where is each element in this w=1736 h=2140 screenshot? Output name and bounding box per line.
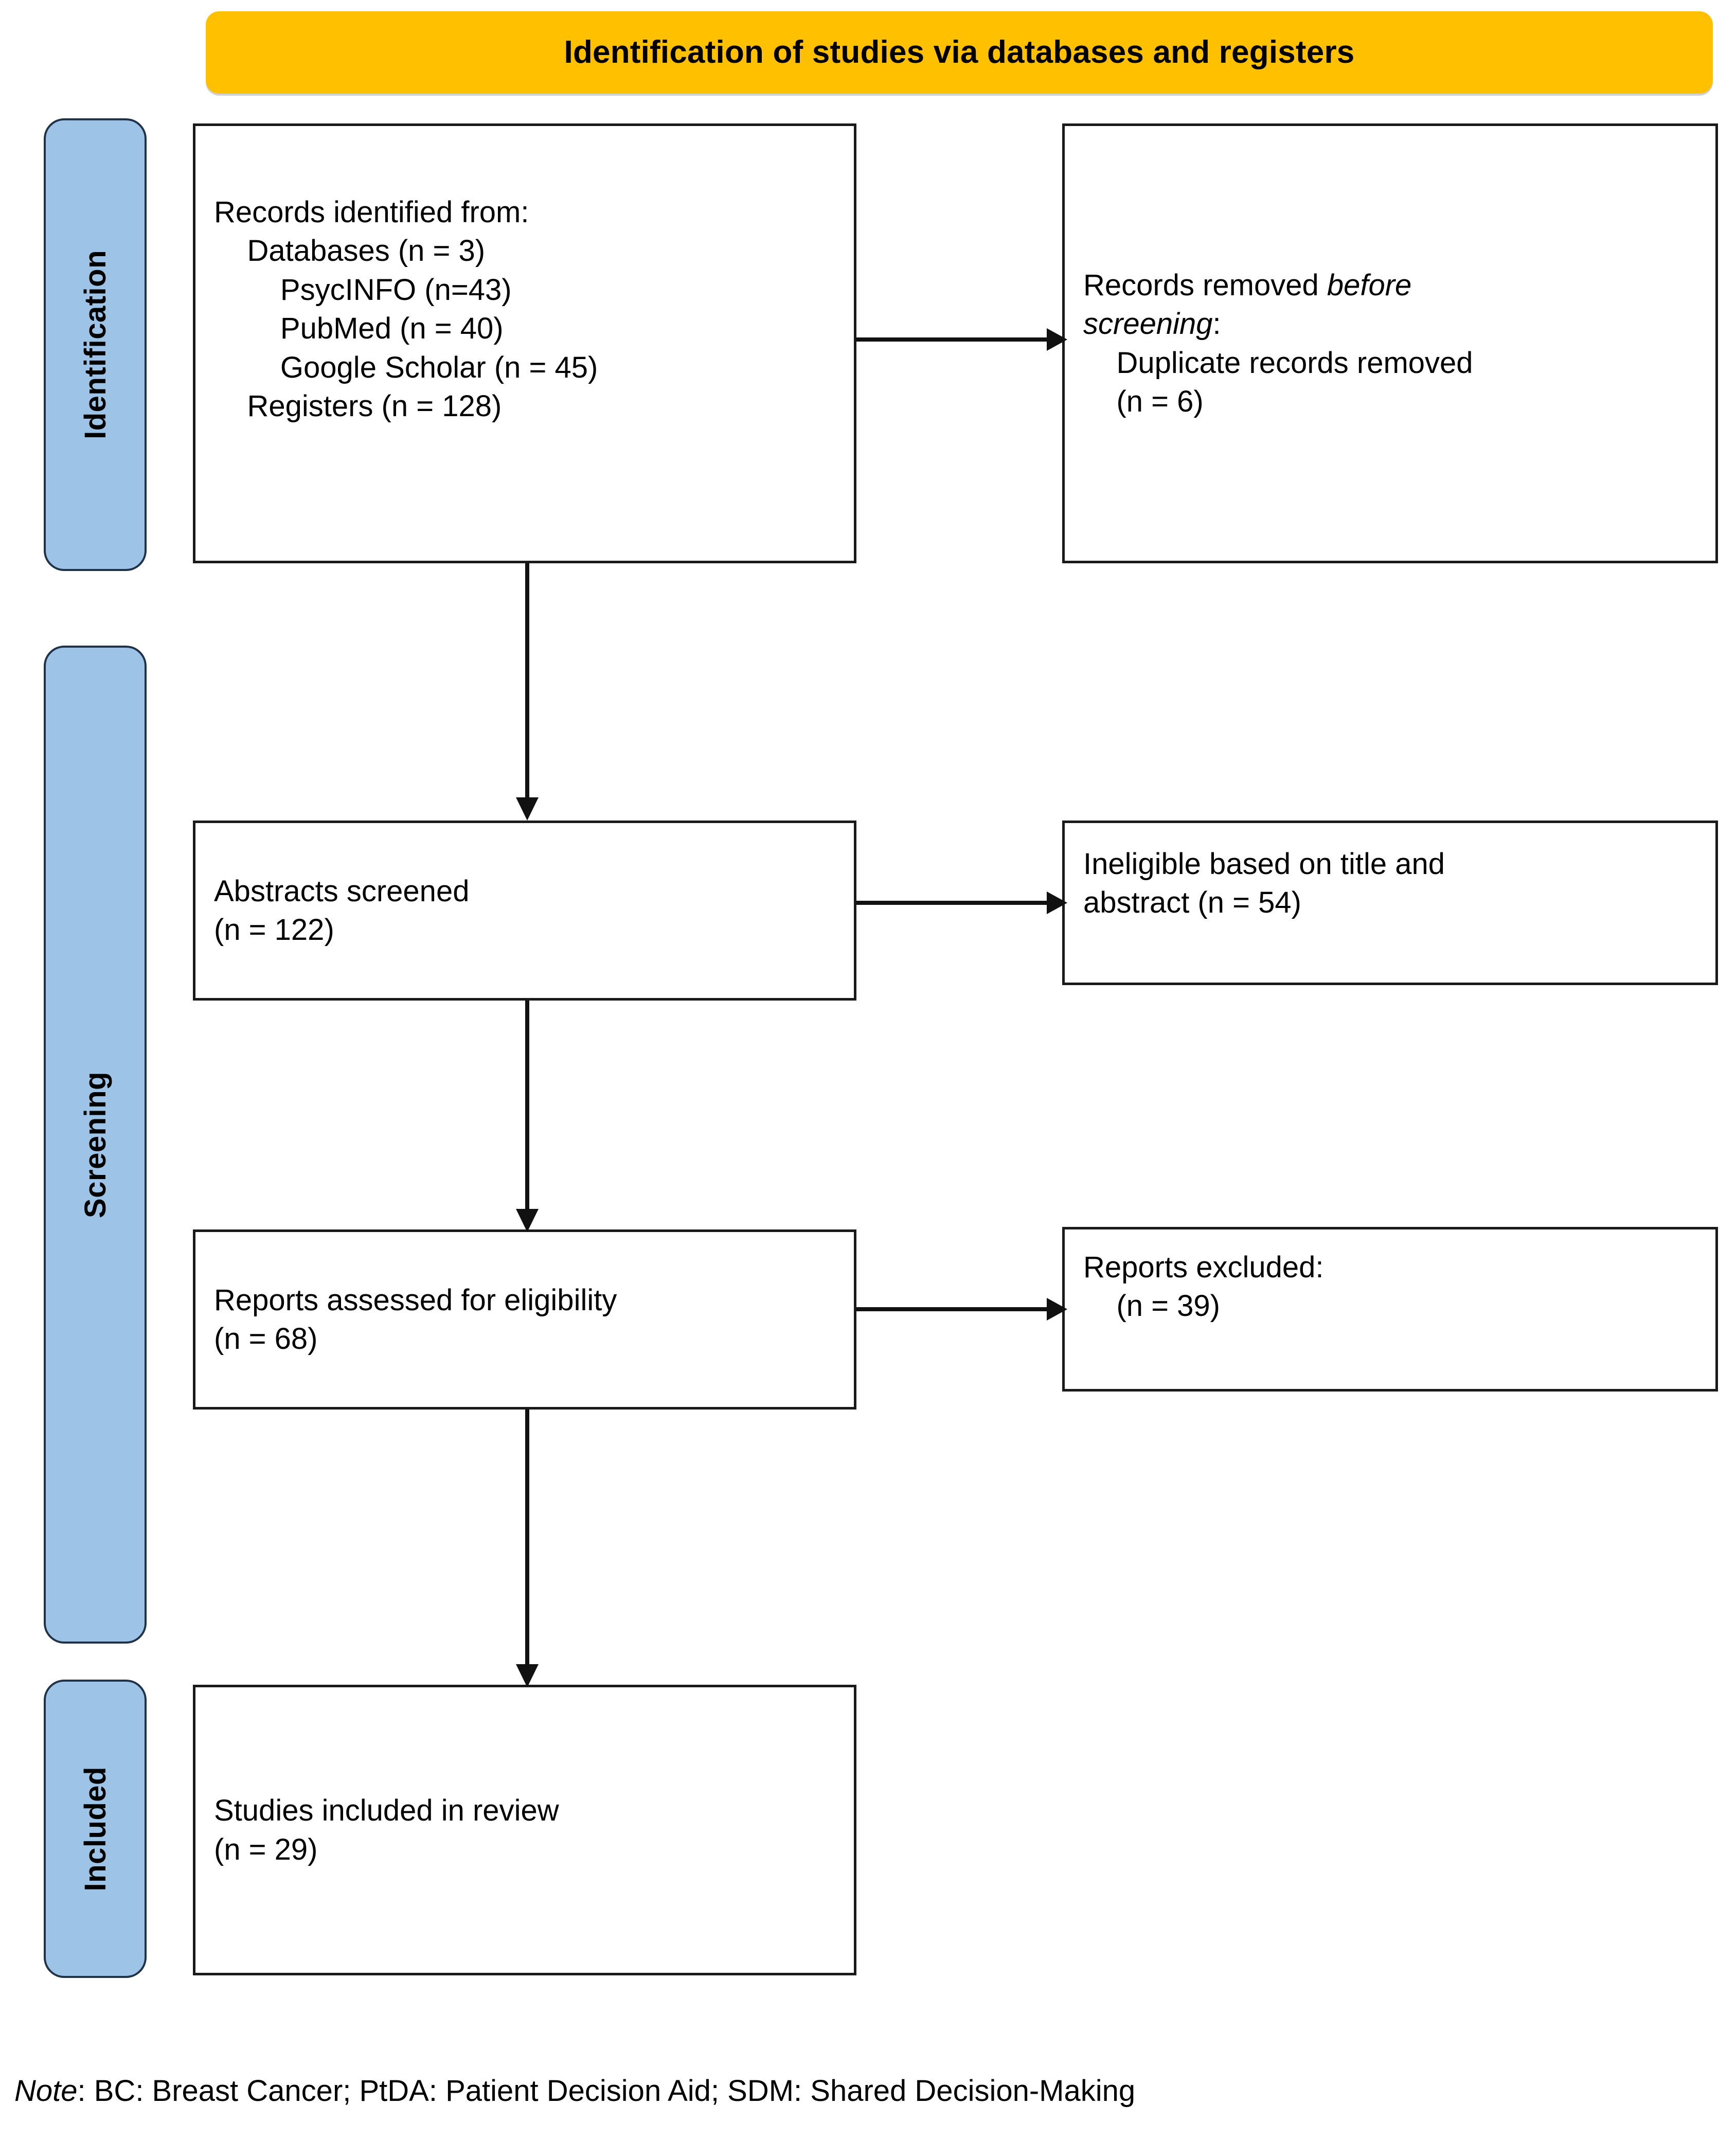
banner-title: Identification of studies via databases … <box>564 34 1355 70</box>
box-records-identified: Records identified from: Databases (n = … <box>193 123 856 563</box>
arrow-identified-to-screened <box>512 563 543 826</box>
box-abstracts-screened-text: Abstracts screened (n = 122) <box>214 874 470 947</box>
footnote-rest: : BC: Breast Cancer; PtDA: Patient Decis… <box>77 2074 1136 2108</box>
box-reports-assessed-text: Reports assessed for eligibility (n = 68… <box>214 1283 617 1356</box>
box-reports-excluded-text: Reports excluded: (n = 39) <box>1083 1251 1324 1323</box>
box-studies-included-text: Studies included in review (n = 29) <box>214 1794 559 1866</box>
stage-label-included: Included <box>44 1680 147 1978</box>
stage-screening-text: Screening <box>78 1071 112 1218</box>
box-reports-excluded: Reports excluded: (n = 39) <box>1062 1227 1718 1392</box>
footnote-italic-lead: Note <box>14 2074 78 2108</box>
stage-identification-text: Identification <box>78 250 112 439</box>
footnote: Note: BC: Breast Cancer; PtDA: Patient D… <box>14 2073 1712 2109</box>
box-records-removed: Records removed before screening: Duplica… <box>1062 123 1718 563</box>
removed-rest: Duplicate records removed (n = 6) <box>1116 346 1473 418</box>
box-ineligible-title-abstract: Ineligible based on title and abstract (… <box>1062 821 1718 985</box>
arrow-screened-to-assessed <box>512 1001 543 1237</box>
box-records-identified-text: Records identified from: Databases (n = … <box>214 195 598 423</box>
box-abstracts-screened: Abstracts screened (n = 122) <box>193 821 856 1001</box>
arrow-assessed-to-excluded <box>856 1294 1072 1325</box>
box-records-removed-text: Records removed before screening: Duplica… <box>1083 266 1697 421</box>
box-studies-included: Studies included in review (n = 29) <box>193 1685 856 1975</box>
header-banner: Identification of studies via databases … <box>206 11 1713 94</box>
box-reports-assessed: Reports assessed for eligibility (n = 68… <box>193 1229 856 1410</box>
box-ineligible-text: Ineligible based on title and abstract (… <box>1083 847 1445 920</box>
arrow-screened-to-ineligible <box>856 887 1072 918</box>
stage-label-screening: Screening <box>44 646 147 1644</box>
arrow-identified-to-removed <box>856 324 1072 355</box>
stage-included-text: Included <box>78 1766 112 1892</box>
stage-label-identification: Identification <box>44 118 147 571</box>
arrow-assessed-to-included <box>512 1410 543 1692</box>
removed-line2-italic: screening <box>1083 307 1213 341</box>
removed-line2-plain: : <box>1212 307 1221 341</box>
removed-line1-italic: before <box>1327 268 1412 302</box>
removed-line1-plain: Records removed <box>1083 268 1327 302</box>
